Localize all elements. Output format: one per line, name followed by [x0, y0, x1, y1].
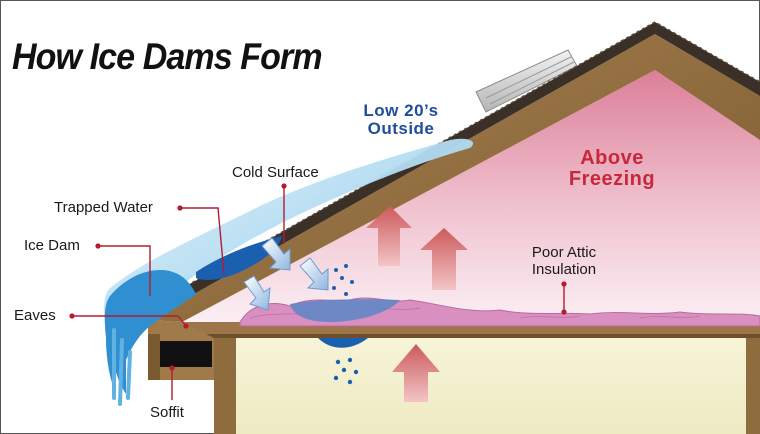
cold-surface-label: Cold Surface — [232, 164, 319, 181]
insulation-label: Poor Attic Insulation — [512, 244, 616, 278]
attic-temp-line1: Above — [580, 147, 644, 169]
eaves-label: Eaves — [14, 307, 56, 324]
insulation-line1: Poor Attic — [531, 244, 597, 261]
callout-dots — [69, 183, 567, 371]
outside-temp-line1: Low 20’s — [363, 101, 439, 120]
outside-temp-line2: Outside — [367, 119, 435, 138]
trapped-water-pool — [196, 236, 282, 280]
soffit-vent — [160, 341, 212, 367]
attic-space — [182, 70, 760, 322]
eave-structure — [148, 320, 214, 380]
callout-lines — [72, 186, 565, 400]
ice-dam — [104, 270, 196, 394]
soffit-label: Soffit — [150, 404, 184, 421]
attic-temp-line2: Freezing — [568, 168, 656, 190]
roof-shingles — [140, 22, 760, 320]
heat-rising-arrows — [366, 206, 468, 402]
diagram-title: How Ice Dams Form — [12, 36, 323, 77]
cold-air-arrows — [243, 237, 329, 311]
icicles — [112, 328, 132, 406]
ice-dam-label: Ice Dam — [24, 237, 80, 254]
insulation-line2: Insulation — [531, 261, 597, 278]
exterior-wall — [214, 338, 236, 434]
attic-temperature-label: Above Freezing — [548, 148, 676, 190]
ceiling-leak — [318, 338, 368, 348]
melt-water — [290, 299, 400, 322]
living-space — [236, 338, 746, 434]
roof-deck — [148, 34, 760, 322]
outside-temperature-label: Low 20’s Outside — [346, 102, 456, 138]
water-drips — [332, 264, 359, 385]
snow-layer — [104, 138, 474, 362]
trapped-water-label: Trapped Water — [54, 199, 153, 216]
